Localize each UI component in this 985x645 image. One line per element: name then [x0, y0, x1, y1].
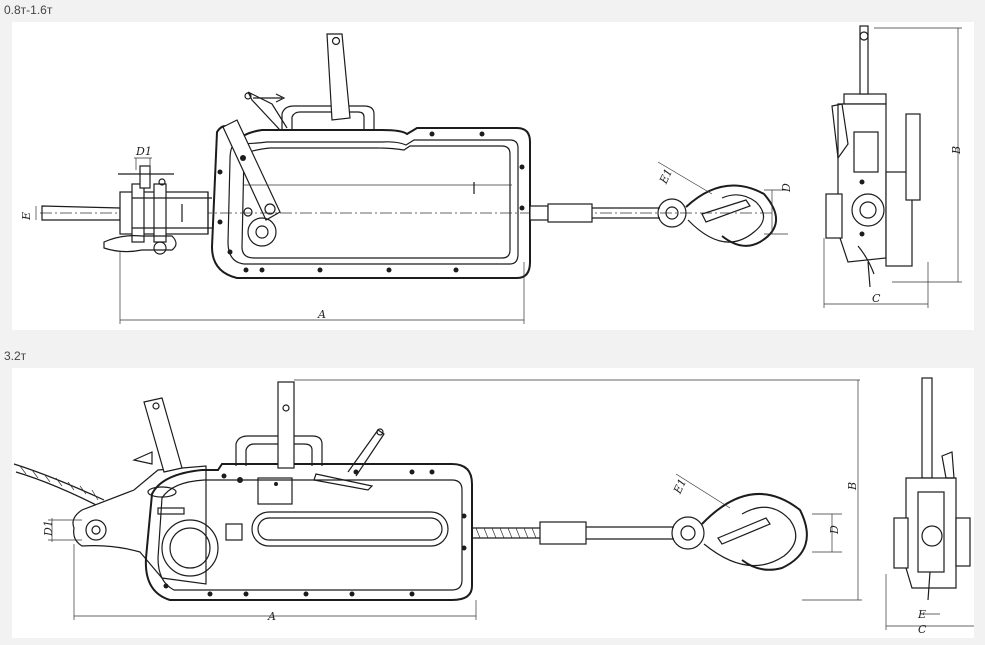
cable-hook: [472, 492, 808, 571]
dimension-lines: [48, 379, 974, 630]
cable-hook: [529, 184, 778, 247]
dim-label-e: E: [917, 608, 926, 621]
release-lever: [247, 91, 288, 131]
body-bolts: [163, 469, 467, 597]
body-inner: [157, 479, 463, 591]
anchor-plate: [72, 465, 207, 585]
dim-label-e: E: [20, 212, 33, 221]
anchor-pin: [41, 165, 212, 255]
dim-label-b: B: [950, 146, 963, 155]
wire-rope-left: [13, 463, 107, 511]
dimension-lines: [35, 27, 962, 324]
dim-label-d: D: [828, 525, 841, 535]
top-lever: [326, 33, 351, 121]
release-lever: [143, 397, 183, 473]
body-outline: [144, 463, 473, 601]
dim-label-d: D: [780, 183, 793, 193]
dim-label-c: C: [872, 292, 881, 305]
side-view: [825, 25, 921, 288]
dim-label-a: A: [267, 610, 276, 623]
section-title-large: 3.2т: [4, 349, 27, 363]
drawing-small-winch: A E D1 D E1 B C: [20, 25, 963, 324]
dim-label-b: B: [846, 482, 859, 491]
body-inner2: [241, 145, 511, 259]
drawing-panel-large: A D1 D E1 B E C: [12, 368, 974, 638]
body-slot: [251, 511, 449, 547]
top-handle-bracket: [281, 105, 375, 130]
section-title-small: 0.8т-1.6т: [4, 3, 53, 17]
drum: [161, 519, 219, 577]
lever-arm: [222, 119, 281, 221]
top-lever: [277, 381, 295, 469]
dim-label-d1: D1: [42, 520, 55, 537]
dim-label-d1: D1: [135, 145, 152, 158]
body-inner: [227, 139, 519, 265]
angled-lever: [347, 429, 385, 477]
side-view: [893, 377, 971, 601]
dim-label-a: A: [317, 308, 326, 321]
dim-label-e1: E1: [671, 477, 690, 497]
drawing-large-winch: A D1 D E1 B E C: [13, 377, 974, 636]
dim-label-e1: E1: [657, 167, 676, 187]
body-bolts: [217, 131, 525, 273]
drawing-panel-small: A E D1 D E1 B C: [12, 22, 974, 330]
dim-label-c: C: [918, 623, 927, 636]
